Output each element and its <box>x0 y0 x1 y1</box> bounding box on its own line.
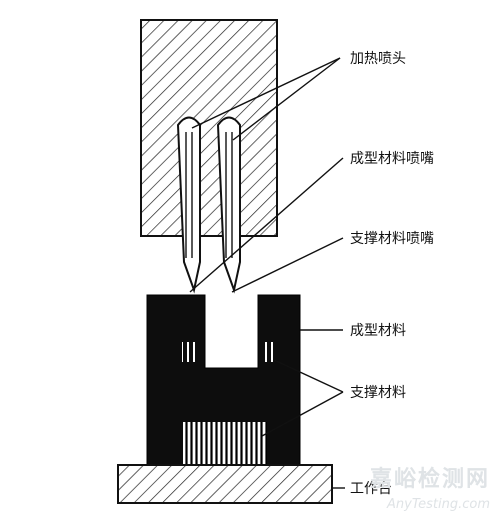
build-material-nozzle <box>176 116 201 294</box>
work-platform <box>117 464 333 504</box>
watermark-cn: 嘉峪检测网 <box>370 466 490 492</box>
support-material-label: 支撑材料 <box>350 385 406 401</box>
support-material-upper-right <box>262 342 274 362</box>
support-material-lower <box>183 422 267 464</box>
platform-label: 工作台 <box>350 481 392 497</box>
support-material-upper-left <box>182 342 196 362</box>
heating-block <box>140 19 278 237</box>
support-nozzle-label: 支撑材料喷嘴 <box>350 231 434 247</box>
build-nozzle-label: 成型材料喷嘴 <box>350 151 434 167</box>
heating-nozzle-label: 加热喷头 <box>350 51 406 67</box>
support-material-nozzle <box>216 116 241 294</box>
leader-lines <box>189 57 345 489</box>
watermark: 嘉峪检测网 AnyTesting.com <box>370 466 490 512</box>
watermark-en: AnyTesting.com <box>386 497 490 512</box>
build-material-label: 成型材料 <box>350 323 406 339</box>
